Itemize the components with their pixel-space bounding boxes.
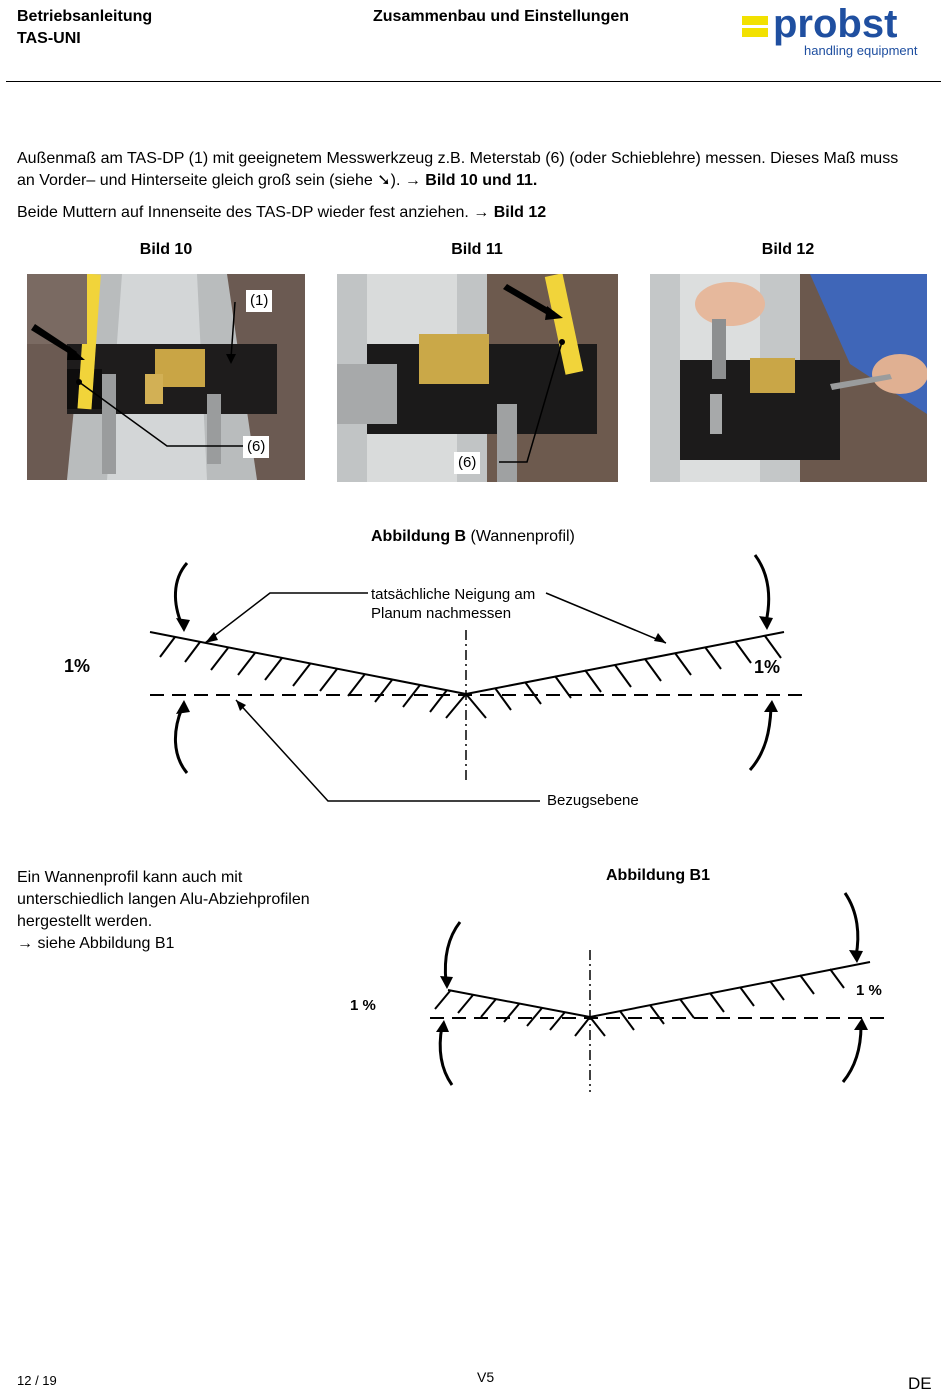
header-divider — [6, 81, 941, 82]
figure-b-title: Abbildung B (Wannenprofil) — [371, 528, 575, 545]
figure-b1-diagram — [430, 892, 890, 1092]
b1-text: Ein Wannenprofil kann auch mit unterschi… — [17, 869, 310, 952]
section-title: Zusammenbau und Einstellungen — [373, 8, 630, 25]
paragraph-1-line-2: an Vorder– und Hinterseite gleich groß s… — [17, 172, 538, 189]
logo-yellow-bar — [742, 28, 768, 37]
caption-bild-12: Bild 12 — [761, 241, 815, 258]
language-code: DE — [908, 1374, 932, 1393]
logo-subtitle: handling equipment — [804, 43, 918, 58]
figure-b1-title: Abbildung B1 — [606, 867, 710, 884]
doc-title: Betriebsanleitung — [17, 8, 153, 25]
logo-yellow-bar — [742, 16, 768, 25]
product-name: TAS-UNI — [17, 30, 81, 47]
paragraph-1-line-1: Außenmaß am TAS-DP (1) mit geeignetem Me… — [17, 150, 899, 167]
caption-bild-11: Bild 11 — [451, 241, 503, 258]
logo-word: probst — [773, 2, 898, 46]
probst-logo: probst handling equipment — [740, 2, 940, 62]
figure-b1-right-percent: 1 % — [856, 982, 882, 999]
photo-bild-12 — [650, 274, 927, 482]
photo-bild-11: (6) — [337, 274, 618, 482]
figure-b1-left-percent: 1 % — [350, 997, 376, 1014]
label-6: (6) — [243, 436, 270, 458]
figure-b-reference-label: Bezugsebene — [547, 792, 639, 809]
figure-b-right-percent: 1% — [754, 657, 781, 677]
figure-b-diagram — [149, 554, 805, 802]
label-1: (1) — [246, 290, 273, 312]
paragraph-2: Beide Muttern auf Innenseite des TAS-DP … — [17, 204, 547, 221]
photo-bild-10: (1) (6) — [27, 274, 305, 480]
label-6: (6) — [454, 452, 481, 474]
page-number: 12 / 19 — [17, 1373, 57, 1388]
caption-bild-10: Bild 10 — [139, 241, 193, 258]
version-label: V5 — [477, 1369, 495, 1385]
figure-b-left-percent: 1% — [64, 656, 91, 676]
arrow-down-right-icon: ➘ — [377, 172, 391, 189]
